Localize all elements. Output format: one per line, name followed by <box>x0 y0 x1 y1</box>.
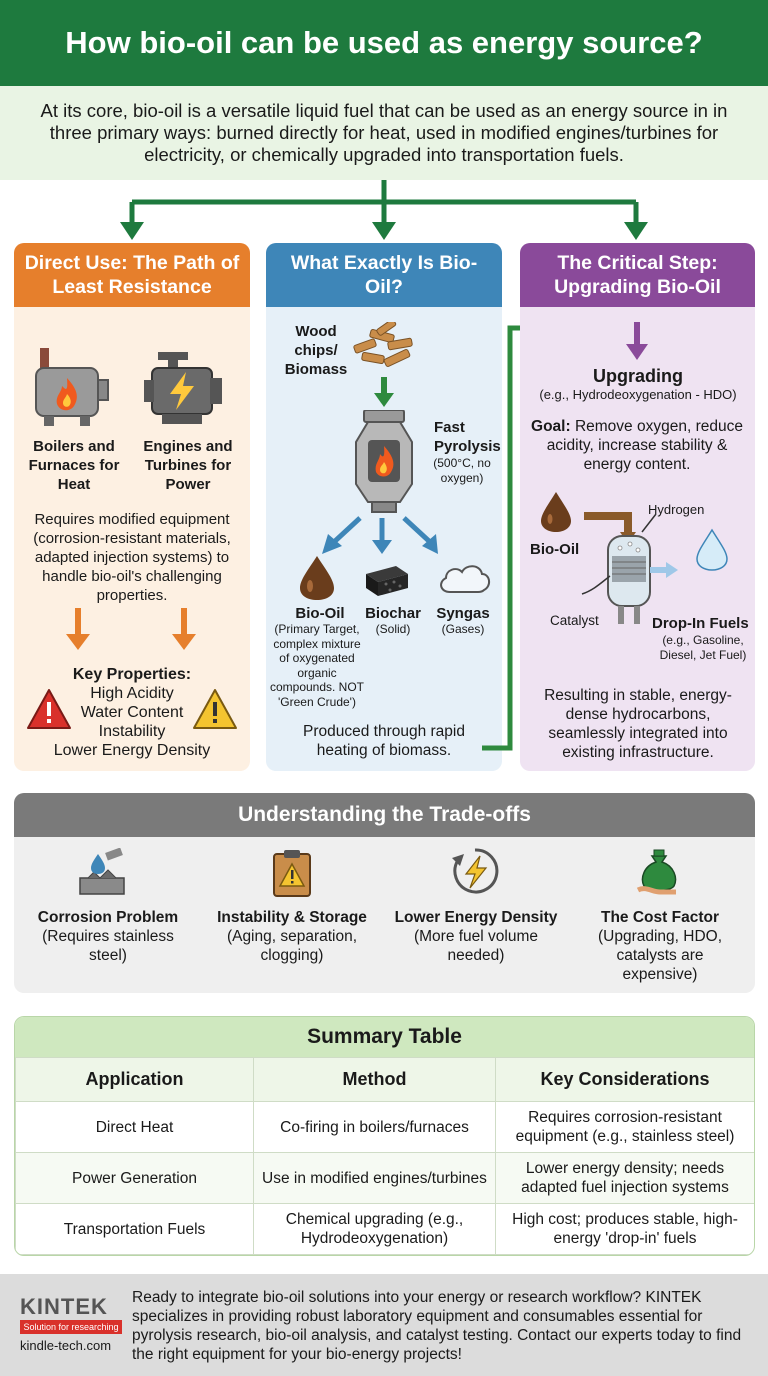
pyrolysis-reactor-icon <box>355 410 413 513</box>
table-cell: High cost; produces stable, high-energy … <box>495 1203 754 1255</box>
intro-connector-arrows <box>120 180 648 240</box>
syngas-detail: (Gases) <box>441 622 485 636</box>
table-header: Key Considerations <box>495 1057 754 1102</box>
table-header: Method <box>253 1057 496 1102</box>
biochar-detail: (Solid) <box>375 622 411 636</box>
tradeoff-title: Corrosion Problem <box>37 909 179 926</box>
footer: KINTEK Solution for researching kindle-t… <box>0 1274 768 1376</box>
what-is-footer: Produced through rapid heating of biomas… <box>302 723 465 759</box>
tradeoff-cost: The Cost Factor (Upgrading, HDO, catalys… <box>582 908 738 984</box>
goal-text: Remove oxygen, reduce acidity, increase … <box>546 418 743 473</box>
table-cell: Chemical upgrading (e.g., Hydrodeoxygena… <box>253 1203 496 1255</box>
boiler-icon <box>35 348 109 426</box>
tradeoff-detail: (Requires stainless steel) <box>42 928 174 964</box>
table-cell: Co-firing in boilers/furnaces <box>253 1101 496 1153</box>
tradeoff-title: The Cost Factor <box>601 909 719 926</box>
table-cell: Transportation Fuels <box>15 1203 254 1255</box>
upgrading-reactor-icon <box>581 512 678 624</box>
tradeoff-detail: (Upgrading, HDO, catalysts are expensive… <box>597 928 723 983</box>
summary-title: Summary Table <box>15 1017 754 1057</box>
wood-chips-icon <box>353 322 413 367</box>
summary-table: Application Method Key Considerations Di… <box>15 1057 754 1255</box>
table-row: Direct Heat Co-firing in boilers/furnace… <box>15 1101 754 1153</box>
warning-red-icon <box>27 689 71 729</box>
table-cell: Lower energy density; needs adapted fuel… <box>495 1152 754 1204</box>
table-row: Transportation Fuels Chemical upgrading … <box>15 1203 754 1255</box>
syngas-cloud-icon <box>440 565 490 593</box>
cost-money-bag-icon <box>636 849 677 895</box>
boilers-label: Boilers and Furnaces for Heat <box>28 438 120 493</box>
bio-oil-product-label: Bio-Oil <box>295 605 345 622</box>
upgrading-step: Upgrading <box>593 366 683 386</box>
direct-use-panel: Direct Use: The Path of Least Resistance <box>14 243 250 771</box>
syngas-label: Syngas <box>436 605 490 622</box>
key-properties-list: High Acidity Water Content Instability <box>62 684 202 741</box>
tradeoff-detail: (Aging, separation, clogging) <box>226 928 358 964</box>
tradeoffs-title: Understanding the Trade-offs <box>14 793 755 837</box>
energy-density-icon <box>452 848 499 894</box>
key-property: Water Content <box>80 704 184 721</box>
key-property: Instability <box>98 723 166 740</box>
drop-in-fuels-label: Drop-In Fuels <box>652 615 749 632</box>
biochar-icon <box>366 566 408 596</box>
direct-use-requirement: Requires modified equipment (corrosion-r… <box>33 511 231 604</box>
table-cell: Power Generation <box>15 1152 254 1204</box>
hydrogen-label: Hydrogen <box>648 502 705 517</box>
arrow-down-green <box>374 377 394 407</box>
corrosion-icon <box>79 848 125 895</box>
bio-oil-input-label: Bio-Oil <box>530 541 580 558</box>
tradeoff-corrosion: Corrosion Problem (Requires stainless st… <box>22 908 194 965</box>
bio-oil-product-detail: (Primary Target, complex mixture of oxyg… <box>269 622 365 709</box>
table-cell: Direct Heat <box>15 1101 254 1153</box>
engines-label: Engines and Turbines for Power <box>143 438 233 493</box>
upgrading-title: The Critical Step: Upgrading Bio-Oil <box>520 243 755 307</box>
key-properties-title: Key Properties: <box>72 666 192 683</box>
summary-table-panel: Summary Table Application Method Key Con… <box>14 1016 755 1256</box>
table-header: Application <box>15 1057 254 1102</box>
key-property: Lower Energy Density <box>53 742 211 759</box>
tradeoff-energy-density: Lower Energy Density (More fuel volume n… <box>392 908 560 965</box>
feedstock-label: Wood chips/ Biomass <box>284 323 348 378</box>
key-property: High Acidity <box>90 685 174 702</box>
drop-in-fuel-drop-icon <box>696 528 728 571</box>
fast-pyrolysis-label: Fast Pyrolysis <box>434 419 501 455</box>
fast-pyrolysis-detail: (500°C, no oxygen) <box>433 456 491 485</box>
instability-clipboard-icon <box>273 850 311 897</box>
drop-in-fuels-detail: (e.g., Gasoline, Diesel, Jet Fuel) <box>659 633 747 662</box>
bio-oil-drop-icon <box>300 556 334 600</box>
tradeoff-detail: (More fuel volume needed) <box>413 928 539 964</box>
intro-text: At its core, bio-oil is a versatile liqu… <box>0 86 768 180</box>
footer-cta-text: Ready to integrate bio-oil solutions int… <box>132 1289 742 1363</box>
tradeoff-title: Lower Energy Density <box>394 909 558 926</box>
tradeoff-instability: Instability & Storage (Aging, separation… <box>208 908 376 965</box>
arrow-down-purple <box>626 322 648 360</box>
down-arrows-orange <box>66 608 196 650</box>
catalyst-label: Catalyst <box>550 613 599 628</box>
upgrading-goal: Goal: Remove oxygen, reduce acidity, inc… <box>530 417 744 474</box>
table-cell: Use in modified engines/turbines <box>253 1152 496 1204</box>
goal-label: Goal: <box>531 418 571 435</box>
upgrading-step-detail: (e.g., Hydrodeoxygenation - HDO) <box>539 387 737 402</box>
warning-yellow-icon <box>193 689 237 729</box>
table-row: Power Generation Use in modified engines… <box>15 1152 754 1204</box>
biochar-label: Biochar <box>365 605 421 622</box>
website-link[interactable]: kindle-tech.com <box>20 1338 112 1353</box>
tradeoff-title: Instability & Storage <box>217 909 367 926</box>
tradeoffs-panel: Understanding the Trade-offs <box>14 793 755 993</box>
what-is-title: What Exactly Is Bio-Oil? <box>266 243 502 307</box>
kintek-tagline: Solution for researching <box>20 1320 122 1334</box>
split-arrows-blue <box>322 516 438 554</box>
bio-oil-input-drop-icon <box>541 492 571 532</box>
upgrading-result: Resulting in stable, energy-dense hydroc… <box>544 687 732 761</box>
kintek-logo: KINTEK <box>20 1294 108 1319</box>
engine-icon <box>144 352 222 424</box>
direct-use-title: Direct Use: The Path of Least Resistance <box>14 243 250 307</box>
table-cell: Requires corrosion-resistant equipment (… <box>495 1101 754 1153</box>
page-title: How bio-oil can be used as energy source… <box>0 0 768 86</box>
